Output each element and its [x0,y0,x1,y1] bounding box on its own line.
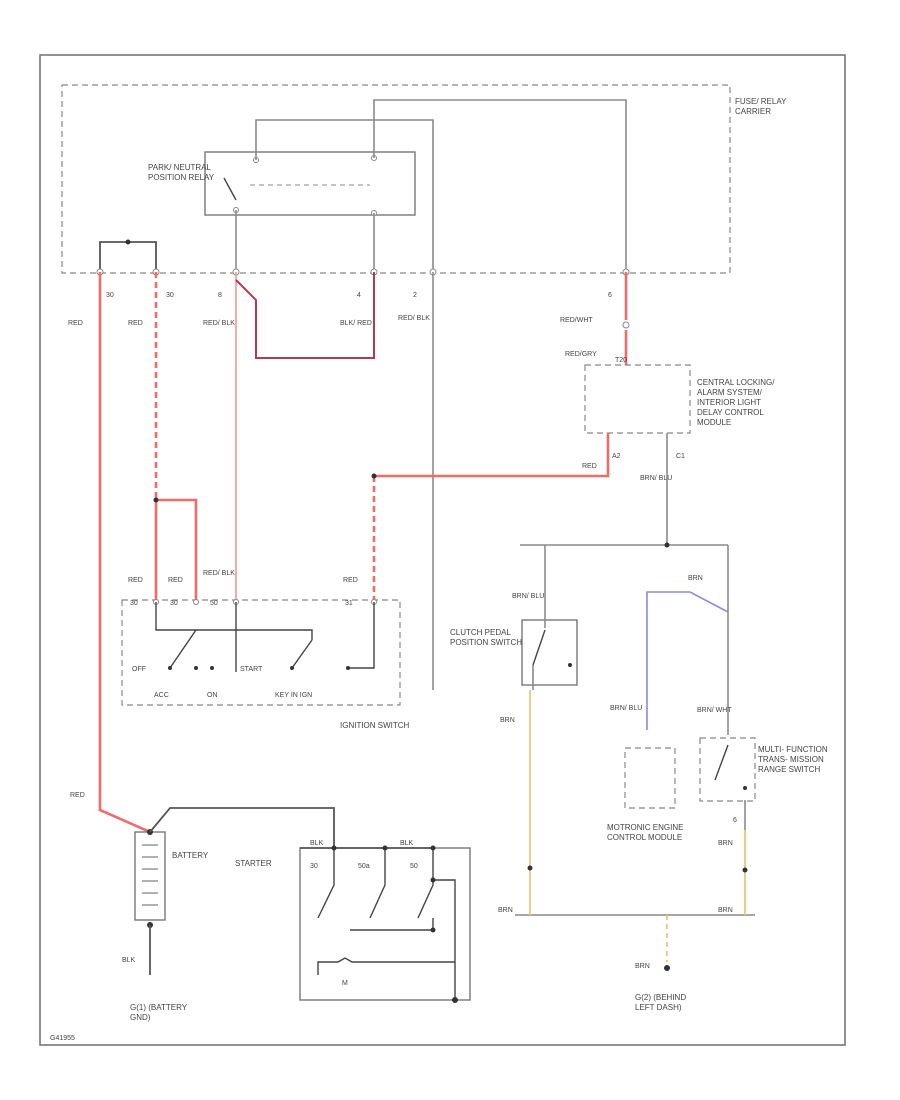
starter: STARTER BLK BLK 30 50a 50 M [235,840,471,1001]
svg-text:2: 2 [413,292,417,299]
svg-text:BRN/ BLU: BRN/ BLU [640,475,672,482]
svg-text:BRN/ BLU: BRN/ BLU [610,705,642,712]
svg-text:RED: RED [68,320,83,327]
svg-text:BRN: BRN [688,575,703,582]
svg-text:BRN: BRN [500,717,515,724]
svg-text:ON: ON [207,692,218,699]
svg-text:ACC: ACC [154,692,169,699]
svg-text:50a: 50a [358,863,370,870]
svg-text:BRN: BRN [498,907,513,914]
svg-text:BLK: BLK [122,957,136,964]
svg-text:BRN/ BLU: BRN/ BLU [512,593,544,600]
svg-text:30: 30 [106,292,114,299]
svg-text:RED: RED [128,320,143,327]
svg-text:BRN: BRN [635,963,650,970]
svg-text:RED: RED [343,577,358,584]
ignition-switch-label: IGNITION SWITCH [340,721,410,730]
svg-text:30: 30 [166,292,174,299]
svg-text:50: 50 [410,863,418,870]
svg-text:START: START [240,666,263,673]
svg-text:OFF: OFF [132,666,146,673]
svg-text:RED: RED [168,577,183,584]
svg-text:RED/ BLK: RED/ BLK [398,315,430,322]
svg-text:RED: RED [582,463,597,470]
svg-text:6: 6 [608,292,612,299]
svg-text:RED: RED [70,792,85,799]
battery: BATTERY [134,831,209,921]
svg-text:RED: RED [128,577,143,584]
svg-text:BLK: BLK [400,840,414,847]
svg-text:BRN: BRN [718,840,733,847]
central-locking-module: T20 CENTRAL LOCKING/ALARM SYSTEM/INTERIO… [584,357,775,460]
svg-text:RED/GRY: RED/GRY [565,351,597,358]
svg-text:C1: C1 [676,453,685,460]
svg-text:M: M [342,980,348,987]
svg-text:31: 31 [345,600,353,607]
svg-text:A2: A2 [612,453,621,460]
svg-text:50: 50 [210,600,218,607]
diagram-frame [39,54,846,1046]
svg-text:BLK/ RED: BLK/ RED [340,320,372,327]
svg-text:BLK: BLK [310,840,324,847]
svg-text:T20: T20 [615,357,627,364]
ignition-switch: RED RED RED/ BLK RED 30 30 50 31 OFF STA… [121,570,410,730]
svg-text:30: 30 [310,863,318,870]
svg-text:RED/ BLK: RED/ BLK [203,570,235,577]
battery-label: BATTERY [172,851,209,860]
svg-text:4: 4 [357,292,361,299]
svg-text:6: 6 [733,817,737,824]
svg-text:RED/ BLK: RED/ BLK [203,320,235,327]
svg-text:KEY IN IGN: KEY IN IGN [275,692,312,699]
svg-text:8: 8 [218,292,222,299]
svg-text:30: 30 [130,600,138,607]
svg-text:BRN: BRN [718,907,733,914]
central-module-label: CENTRAL LOCKING/ALARM SYSTEM/INTERIOR LI… [697,378,775,427]
starter-label: STARTER [235,859,272,868]
svg-text:BRN/ WHT: BRN/ WHT [697,707,732,714]
footer-code: G41955 [50,1035,75,1042]
svg-text:30: 30 [170,600,178,607]
svg-text:RED/WHT: RED/WHT [560,317,593,324]
